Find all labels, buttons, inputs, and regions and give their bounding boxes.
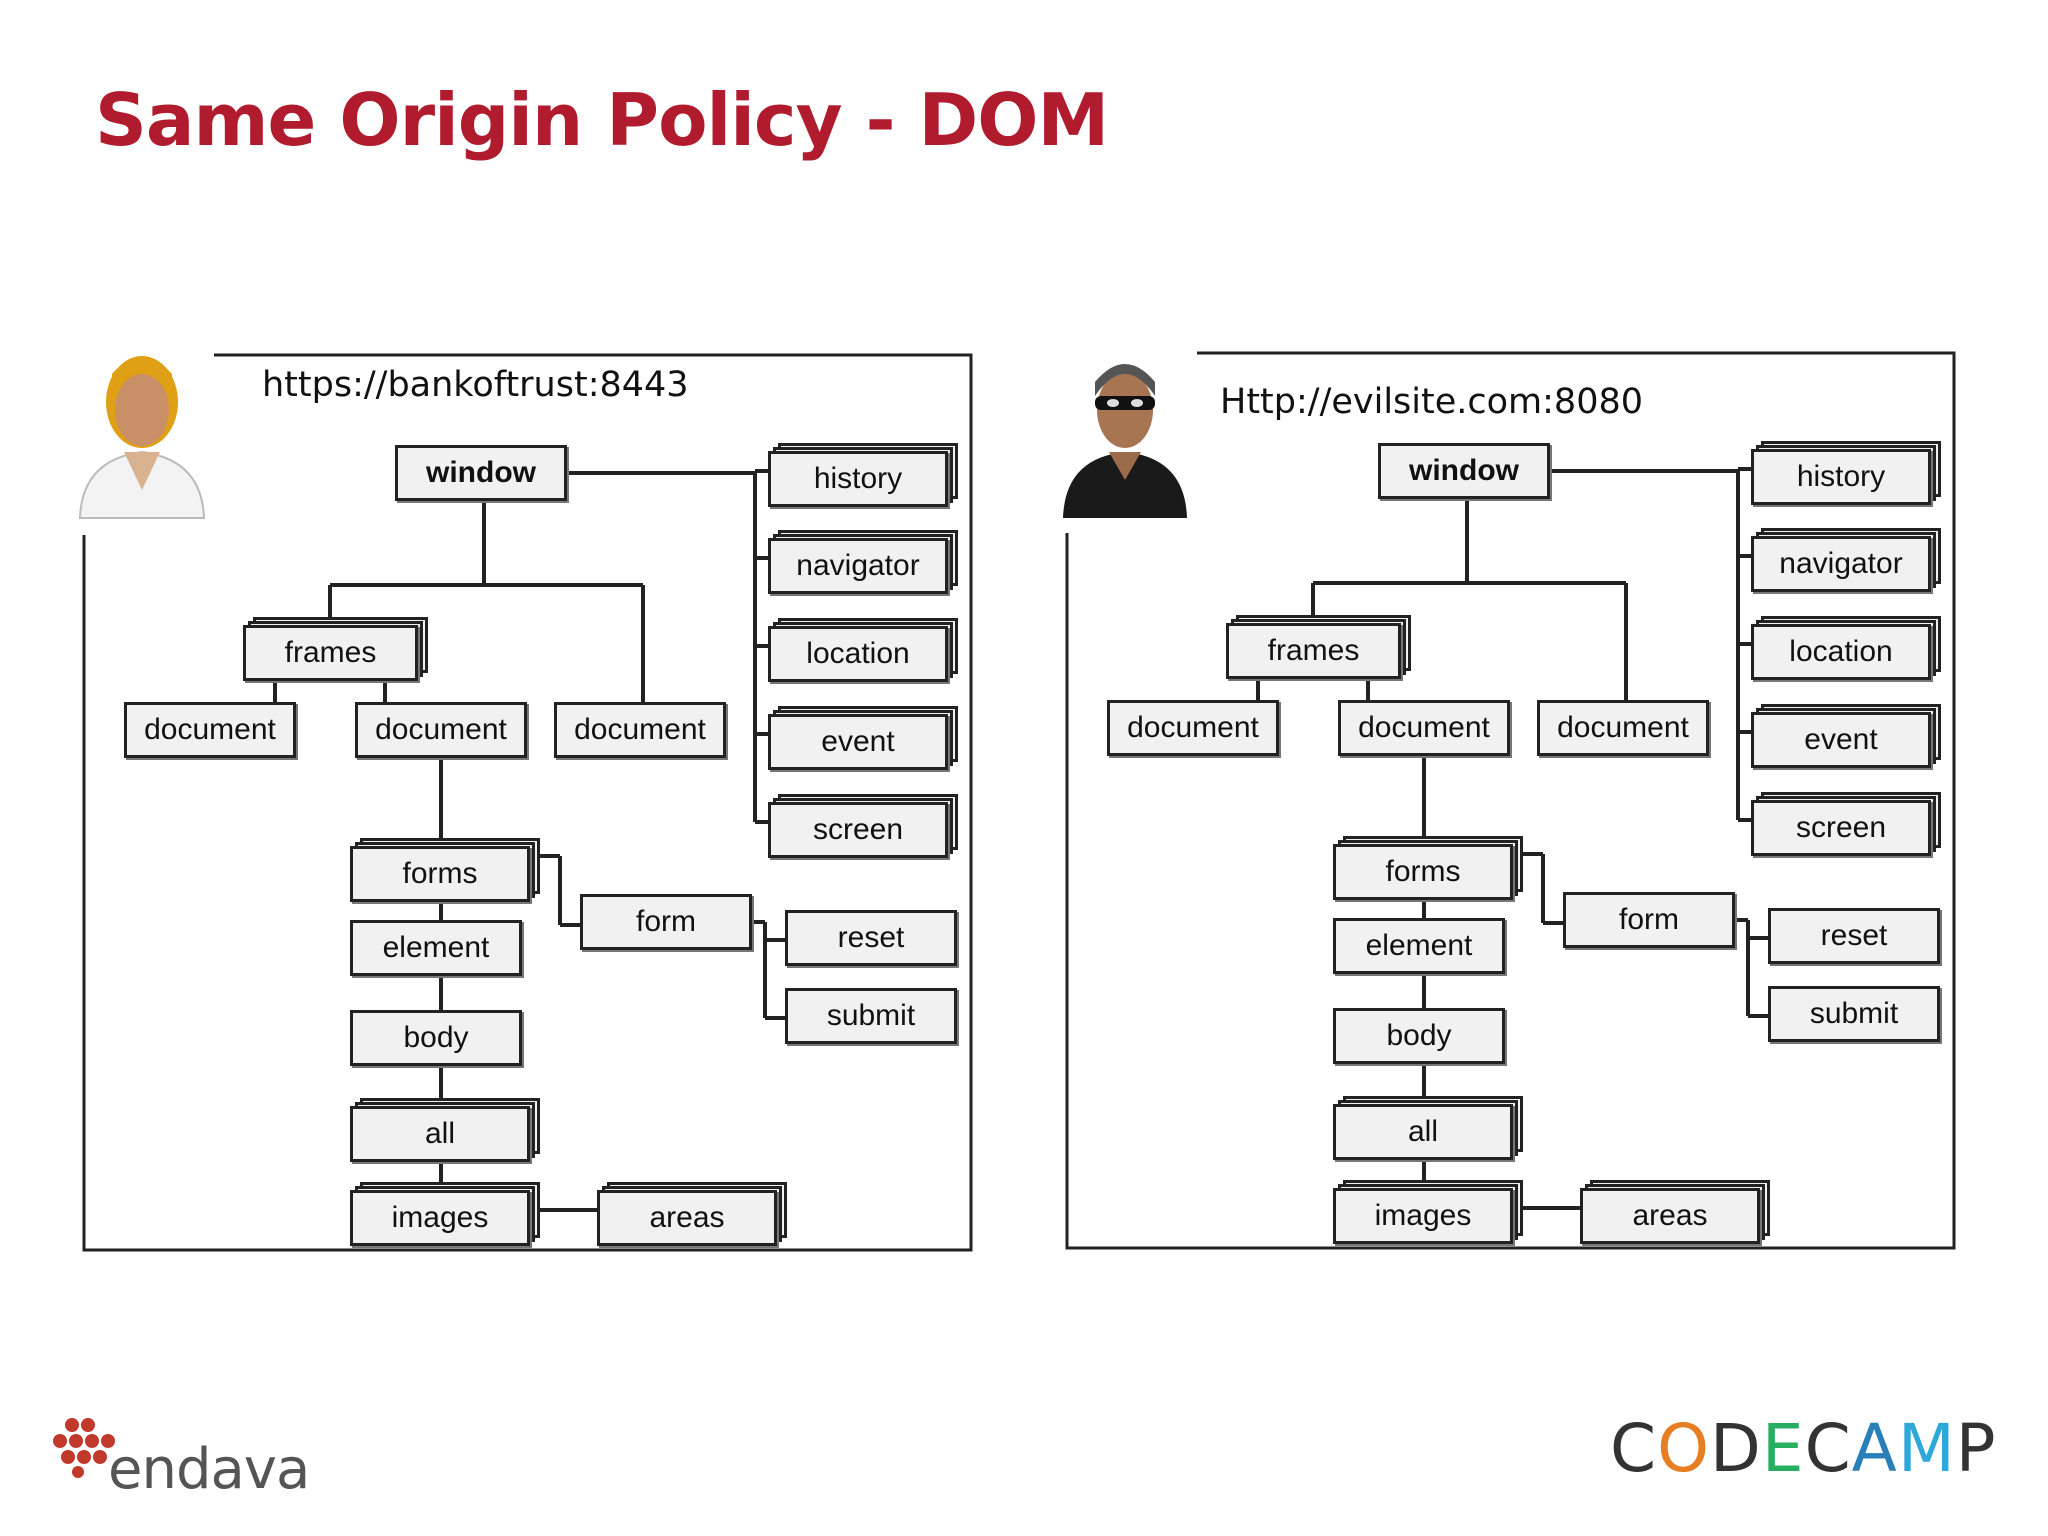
dom-node-document-c: document xyxy=(554,702,738,770)
dom-node-screen: screen xyxy=(1751,792,1943,860)
dom-node-label: window xyxy=(395,445,567,501)
dom-node-label: history xyxy=(768,451,948,507)
dom-node-location: location xyxy=(768,618,960,686)
codecamp-logo-letter: D xyxy=(1710,1410,1762,1487)
dom-node-window: window xyxy=(1378,443,1562,511)
dom-node-navigator: navigator xyxy=(1751,528,1943,596)
dom-node-all: all xyxy=(1333,1096,1525,1164)
dom-node-label: screen xyxy=(1751,800,1931,856)
dom-node-forms: forms xyxy=(350,838,542,906)
dom-node-label: images xyxy=(1333,1188,1513,1244)
dom-node-label: location xyxy=(768,626,948,682)
codecamp-logo-letter: C xyxy=(1610,1410,1658,1487)
dom-node-submit: submit xyxy=(1768,986,1952,1054)
dom-node-reset: reset xyxy=(785,910,969,978)
endava-logo-text: endava xyxy=(108,1437,310,1502)
dom-node-form: form xyxy=(580,894,764,962)
dom-node-forms: forms xyxy=(1333,836,1525,904)
dom-node-navigator: navigator xyxy=(768,530,960,598)
dom-node-label: reset xyxy=(785,910,957,966)
codecamp-logo-letter: C xyxy=(1804,1410,1852,1487)
dom-node-frames: frames xyxy=(243,617,430,685)
dom-node-document-b: document xyxy=(355,702,539,770)
dom-node-label: element xyxy=(350,920,522,976)
dom-node-all: all xyxy=(350,1098,542,1166)
dom-node-location: location xyxy=(1751,616,1943,684)
dom-node-element: element xyxy=(1333,918,1517,986)
dom-node-label: forms xyxy=(350,846,530,902)
dom-node-form: form xyxy=(1563,892,1747,960)
dom-node-label: forms xyxy=(1333,844,1513,900)
dom-node-label: submit xyxy=(1768,986,1940,1042)
codecamp-logo-letter: E xyxy=(1761,1410,1805,1487)
dom-node-label: document xyxy=(1537,700,1709,756)
dom-node-label: all xyxy=(1333,1104,1513,1160)
dom-node-label: reset xyxy=(1768,908,1940,964)
dom-node-document-a: document xyxy=(1107,700,1291,768)
dom-node-window: window xyxy=(395,445,579,513)
codecamp-logo-letter: A xyxy=(1851,1410,1898,1487)
dom-node-label: navigator xyxy=(768,538,948,594)
dom-node-label: window xyxy=(1378,443,1550,499)
slide-title: Same Origin Policy - DOM xyxy=(95,78,1109,162)
dom-node-history: history xyxy=(768,443,960,511)
dom-node-label: body xyxy=(1333,1008,1505,1064)
dom-node-label: images xyxy=(350,1190,530,1246)
dom-node-event: event xyxy=(1751,704,1943,772)
dom-node-label: navigator xyxy=(1751,536,1931,592)
dom-node-label: form xyxy=(580,894,752,950)
dom-node-label: document xyxy=(355,702,527,758)
dom-node-label: element xyxy=(1333,918,1505,974)
dom-node-label: location xyxy=(1751,624,1931,680)
dom-node-label: body xyxy=(350,1010,522,1066)
panel-frame xyxy=(82,353,973,1252)
dom-node-document-c: document xyxy=(1537,700,1721,768)
dom-node-document-a: document xyxy=(124,702,308,770)
endava-logo-icon xyxy=(53,1418,115,1478)
dom-node-label: screen xyxy=(768,802,948,858)
dom-node-element: element xyxy=(350,920,534,988)
evil-url-label: Http://evilsite.com:8080 xyxy=(1220,382,1644,422)
codecamp-logo-letter: M xyxy=(1897,1410,1956,1487)
codecamp-logo-letter: O xyxy=(1657,1410,1711,1487)
dom-node-label: document xyxy=(1338,700,1510,756)
codecamp-logo: CODECAMP xyxy=(1610,1410,1997,1487)
dom-node-label: submit xyxy=(785,988,957,1044)
dom-node-screen: screen xyxy=(768,794,960,862)
dom-node-areas: areas xyxy=(597,1182,789,1250)
dom-node-frames: frames xyxy=(1226,615,1413,683)
bank-url-label: https://bankoftrust:8443 xyxy=(262,365,689,405)
dom-node-body: body xyxy=(1333,1008,1517,1076)
dom-node-body: body xyxy=(350,1010,534,1078)
masked-hacker-icon xyxy=(1063,364,1187,518)
dom-node-images: images xyxy=(1333,1180,1525,1248)
dom-node-areas: areas xyxy=(1580,1180,1772,1248)
dom-node-submit: submit xyxy=(785,988,969,1056)
panel-frame xyxy=(1065,351,1956,1250)
dom-node-reset: reset xyxy=(1768,908,1952,976)
dom-node-label: document xyxy=(554,702,726,758)
dom-node-label: areas xyxy=(1580,1188,1760,1244)
woman-user-icon xyxy=(78,356,206,519)
dom-node-label: document xyxy=(1107,700,1279,756)
dom-node-label: document xyxy=(124,702,296,758)
dom-node-label: frames xyxy=(1226,623,1401,679)
dom-node-label: event xyxy=(768,714,948,770)
dom-node-document-b: document xyxy=(1338,700,1522,768)
dom-node-label: areas xyxy=(597,1190,777,1246)
dom-node-label: event xyxy=(1751,712,1931,768)
dom-node-images: images xyxy=(350,1182,542,1250)
dom-node-label: history xyxy=(1751,449,1931,505)
dom-node-history: history xyxy=(1751,441,1943,509)
dom-node-label: all xyxy=(350,1106,530,1162)
codecamp-logo-letter: P xyxy=(1955,1410,1997,1487)
dom-node-label: form xyxy=(1563,892,1735,948)
dom-node-label: frames xyxy=(243,625,418,681)
dom-node-event: event xyxy=(768,706,960,774)
